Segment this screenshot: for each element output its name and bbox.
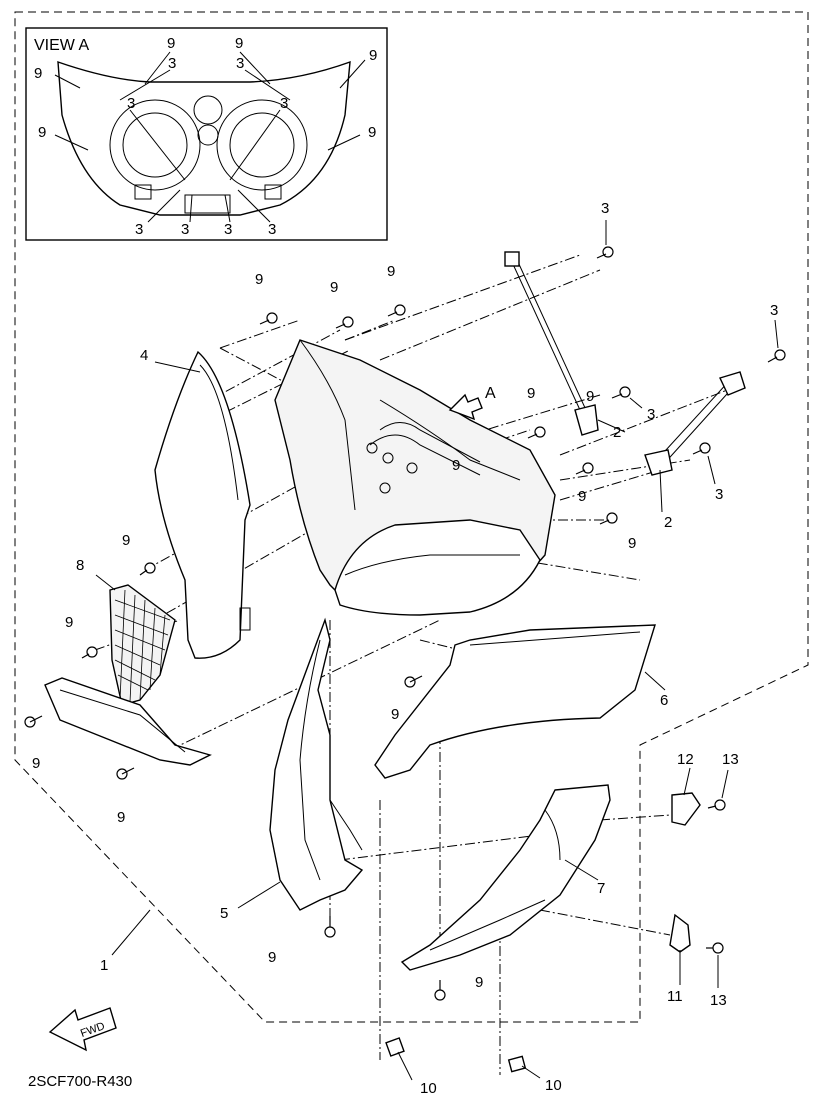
callout-3-a: 3 <box>601 200 609 217</box>
callout-9-l: 9 <box>268 949 276 966</box>
callout-9-o: 9 <box>452 457 460 474</box>
callout-7: 7 <box>597 880 605 897</box>
callout-13-a: 13 <box>722 751 739 768</box>
callout-9-f: 9 <box>628 535 636 552</box>
callout-9-n: 9 <box>586 388 594 405</box>
callout-9-h: 9 <box>65 614 73 631</box>
callout-8: 8 <box>76 557 84 574</box>
part-2-stay-b <box>654 379 731 463</box>
part-10-nut-a <box>385 1037 405 1057</box>
callout-13-b: 13 <box>710 992 727 1009</box>
callout-11: 11 <box>667 988 683 1005</box>
callout-9-e: 9 <box>578 488 586 505</box>
part-11-clip <box>669 913 691 953</box>
callout-9-k: 9 <box>391 706 399 723</box>
inset-callout-9-d: 9 <box>369 47 377 64</box>
inset-callout-3-h: 3 <box>268 221 276 238</box>
assembly-boundary <box>14 11 809 1023</box>
inset-callout-9-f: 9 <box>368 124 376 141</box>
inset-callout-9-c: 9 <box>235 35 243 52</box>
inset-callout-3-f: 3 <box>181 221 189 238</box>
view-a-label: VIEW A <box>34 37 89 54</box>
view-a-inset: VIEW A 9 9 9 9 9 9 3 3 3 3 <box>25 27 388 241</box>
inset-callout-3-e: 3 <box>135 221 143 238</box>
inset-callout-9-b: 9 <box>167 35 175 52</box>
diagram-code: 2SCF700-R430 <box>28 1073 132 1090</box>
part-2-stay-a <box>511 261 581 411</box>
callout-9-g: 9 <box>122 532 130 549</box>
callout-3-b: 3 <box>770 302 778 319</box>
part-12-clip <box>671 792 701 826</box>
callout-12: 12 <box>677 751 694 768</box>
callout-leaders <box>95 220 779 956</box>
inset-callout-9-a: 9 <box>34 65 42 82</box>
view-a-arrow: A <box>448 385 496 421</box>
inset-callout-3-b: 3 <box>236 55 244 72</box>
callout-9-a: 9 <box>255 271 263 288</box>
inset-callout-3-d: 3 <box>280 95 288 112</box>
part-7-lower-cover <box>400 784 611 971</box>
callout-3-c: 3 <box>647 406 655 423</box>
callout-10-b: 10 <box>545 1077 562 1094</box>
part-8-duct <box>44 677 212 766</box>
fwd-arrow: FWD <box>48 1007 117 1052</box>
headlight-lens <box>334 519 541 616</box>
part-5-side-cowl <box>269 617 364 911</box>
callout-2-a: 2 <box>613 424 621 441</box>
callout-6: 6 <box>660 692 668 709</box>
inset-callout-3-c: 3 <box>127 95 135 112</box>
view-arrow-label: A <box>485 385 496 402</box>
callout-9-j: 9 <box>117 809 125 826</box>
bolts <box>24 246 786 1001</box>
inset-callout-9-e: 9 <box>38 124 46 141</box>
part-10-nut-b <box>507 1055 527 1073</box>
callout-5: 5 <box>220 905 228 922</box>
inset-callout-3-g: 3 <box>224 221 232 238</box>
callout-9-b: 9 <box>330 279 338 296</box>
callout-3-d: 3 <box>715 486 723 503</box>
callout-2-b: 2 <box>664 514 672 531</box>
callout-1: 1 <box>100 957 108 974</box>
callout-9-m: 9 <box>475 974 483 991</box>
callout-9-d: 9 <box>527 385 535 402</box>
inset-callout-3-a: 3 <box>168 55 176 72</box>
part-6-upper-cover <box>374 624 656 779</box>
callout-9-c: 9 <box>387 263 395 280</box>
callout-10-a: 10 <box>420 1080 437 1097</box>
callout-4: 4 <box>140 347 148 364</box>
callout-9-i: 9 <box>32 755 40 772</box>
